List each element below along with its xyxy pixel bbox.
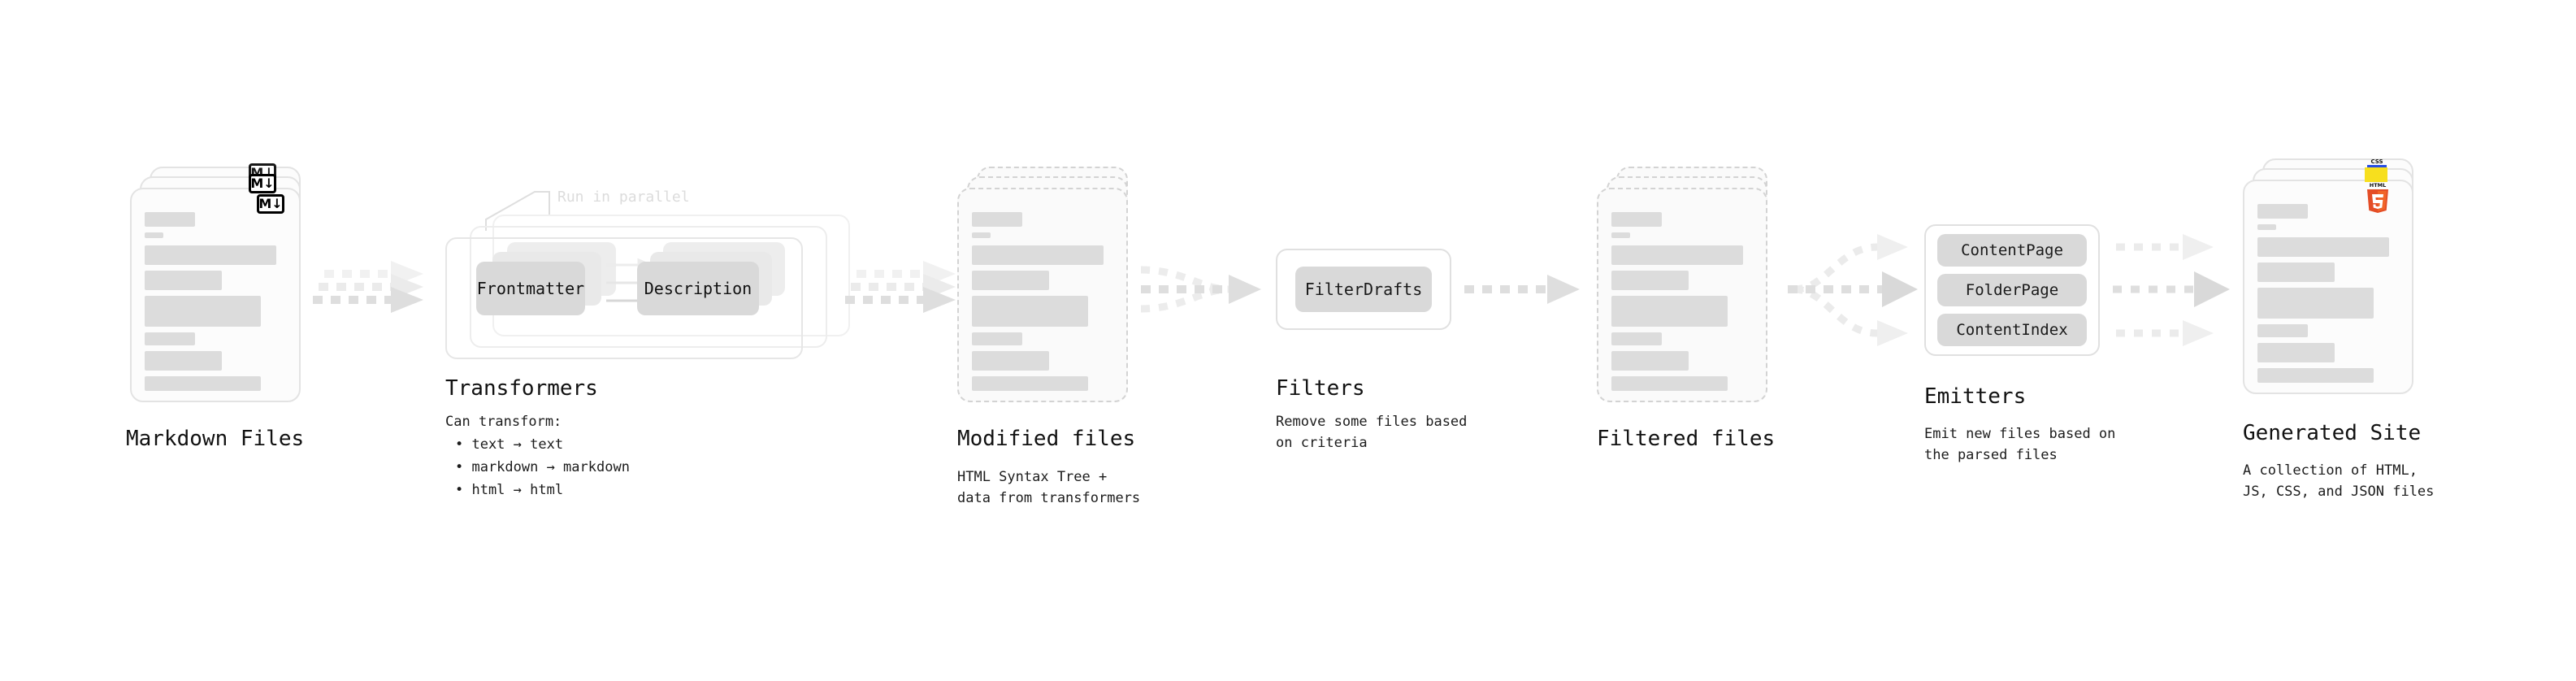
emitter-chip-contentindex[interactable]: ContentIndex [1937, 314, 2087, 346]
annotation-run-in-parallel: Run in parallel [557, 189, 690, 206]
skeleton-bar [2257, 204, 2308, 219]
skeleton-bar [2257, 262, 2335, 282]
skeleton-bar [972, 296, 1088, 327]
html5-badge: HTML [2367, 182, 2388, 213]
skeleton-bar [1611, 296, 1728, 327]
skeleton-bar [2257, 368, 2374, 383]
document-skeleton-lines [972, 212, 1113, 397]
markdown-badge-back-1: M↓ [249, 174, 276, 193]
transformer-layer-back-1 [470, 226, 827, 348]
skeleton-bar [972, 232, 991, 238]
flow-arrow-modified-to-filters [1140, 266, 1261, 313]
flow-arrow-markdown-to-transformers [313, 261, 423, 313]
skeleton-bar [1611, 351, 1689, 371]
transform-bullet-2: • html → html [455, 482, 564, 498]
document-skeleton-lines [145, 212, 286, 397]
flow-arrow-transformers-to-modified [845, 261, 956, 313]
transformer-layer-front [445, 237, 803, 359]
skeleton-bar [2257, 288, 2374, 319]
skeleton-bar [1611, 376, 1728, 391]
stage-description-filters: Remove some files based on criteria [1276, 414, 1468, 452]
stage-title-markdown-files: Markdown Files [126, 427, 305, 451]
skeleton-bar [972, 212, 1022, 227]
skeleton-bar [145, 232, 163, 238]
skeleton-bar [145, 296, 261, 327]
svg-text:HTML: HTML [2370, 182, 2386, 189]
skeleton-bar [1611, 232, 1630, 238]
stage-modified-files [957, 167, 1138, 402]
stage-title-generated-site: Generated Site [2243, 421, 2422, 445]
stage-emitters: ContentPage FolderPage ContentIndex [1924, 224, 2100, 356]
skeleton-bar [145, 351, 222, 371]
skeleton-bar [972, 245, 1104, 265]
stage-description-transformers: Can transform: [445, 414, 562, 430]
stage-generated-site: CSS HTML [2243, 158, 2423, 394]
stage-title-filtered-files: Filtered files [1597, 427, 1776, 451]
flow-arrow-emitters-to-site [2113, 234, 2230, 346]
document-skeleton-lines [2257, 204, 2399, 388]
skeleton-bar [1611, 332, 1662, 345]
stage-description-modified-files: HTML Syntax Tree + data from transformer… [957, 469, 1141, 507]
run-in-parallel-bracket [485, 191, 550, 231]
skeleton-bar [972, 271, 1049, 290]
skeleton-bar [972, 332, 1022, 345]
flow-arrow-filters-to-filtered [1464, 275, 1580, 304]
flow-arrow-filtered-to-emitters [1788, 234, 1918, 346]
transformer-chip-description[interactable]: Description [637, 262, 759, 315]
skeleton-bar [145, 271, 222, 290]
document-skeleton-lines [1611, 212, 1753, 397]
stage-transformers: Run in parallel Frontmatter Description [445, 187, 868, 374]
stage-title-emitters: Emitters [1924, 384, 2027, 409]
emitter-chip-folderpage[interactable]: FolderPage [1937, 274, 2087, 306]
stage-markdown-files: M↓ M↓ M↓ [130, 163, 310, 402]
skeleton-bar [1611, 212, 1662, 227]
skeleton-bar [145, 376, 261, 391]
skeleton-bar [972, 351, 1049, 371]
filter-chip-filterdrafts[interactable]: FilterDrafts [1295, 267, 1432, 312]
skeleton-bar [2257, 343, 2335, 362]
skeleton-bar [2257, 237, 2389, 257]
skeleton-bar [145, 332, 195, 345]
skeleton-bar [2257, 224, 2276, 230]
skeleton-bar [145, 245, 276, 265]
skeleton-bar [1611, 245, 1743, 265]
transformer-chip-frontmatter[interactable]: Frontmatter [476, 262, 585, 315]
css-badge: CSS [2367, 158, 2387, 167]
transform-bullet-1: • markdown → markdown [455, 459, 630, 475]
stage-title-modified-files: Modified files [957, 427, 1136, 451]
markdown-badge: M↓ [257, 194, 284, 214]
stage-description-generated-site: A collection of HTML, JS, CSS, and JSON … [2243, 462, 2435, 501]
stage-title-filters: Filters [1276, 376, 1365, 401]
skeleton-bar [145, 212, 195, 227]
emitter-chip-contentpage[interactable]: ContentPage [1937, 234, 2087, 267]
skeleton-bar [972, 376, 1088, 391]
skeleton-bar [2257, 324, 2308, 337]
stage-description-emitters: Emit new files based on the parsed files [1924, 426, 2116, 464]
js-badge [2365, 167, 2387, 182]
svg-text:CSS: CSS [2370, 158, 2383, 165]
transform-bullet-0: • text → text [455, 436, 564, 453]
skeleton-bar [1611, 271, 1689, 290]
stage-title-transformers: Transformers [445, 376, 598, 401]
stage-filtered-files [1597, 167, 1777, 402]
stage-filters: FilterDrafts [1276, 249, 1451, 330]
